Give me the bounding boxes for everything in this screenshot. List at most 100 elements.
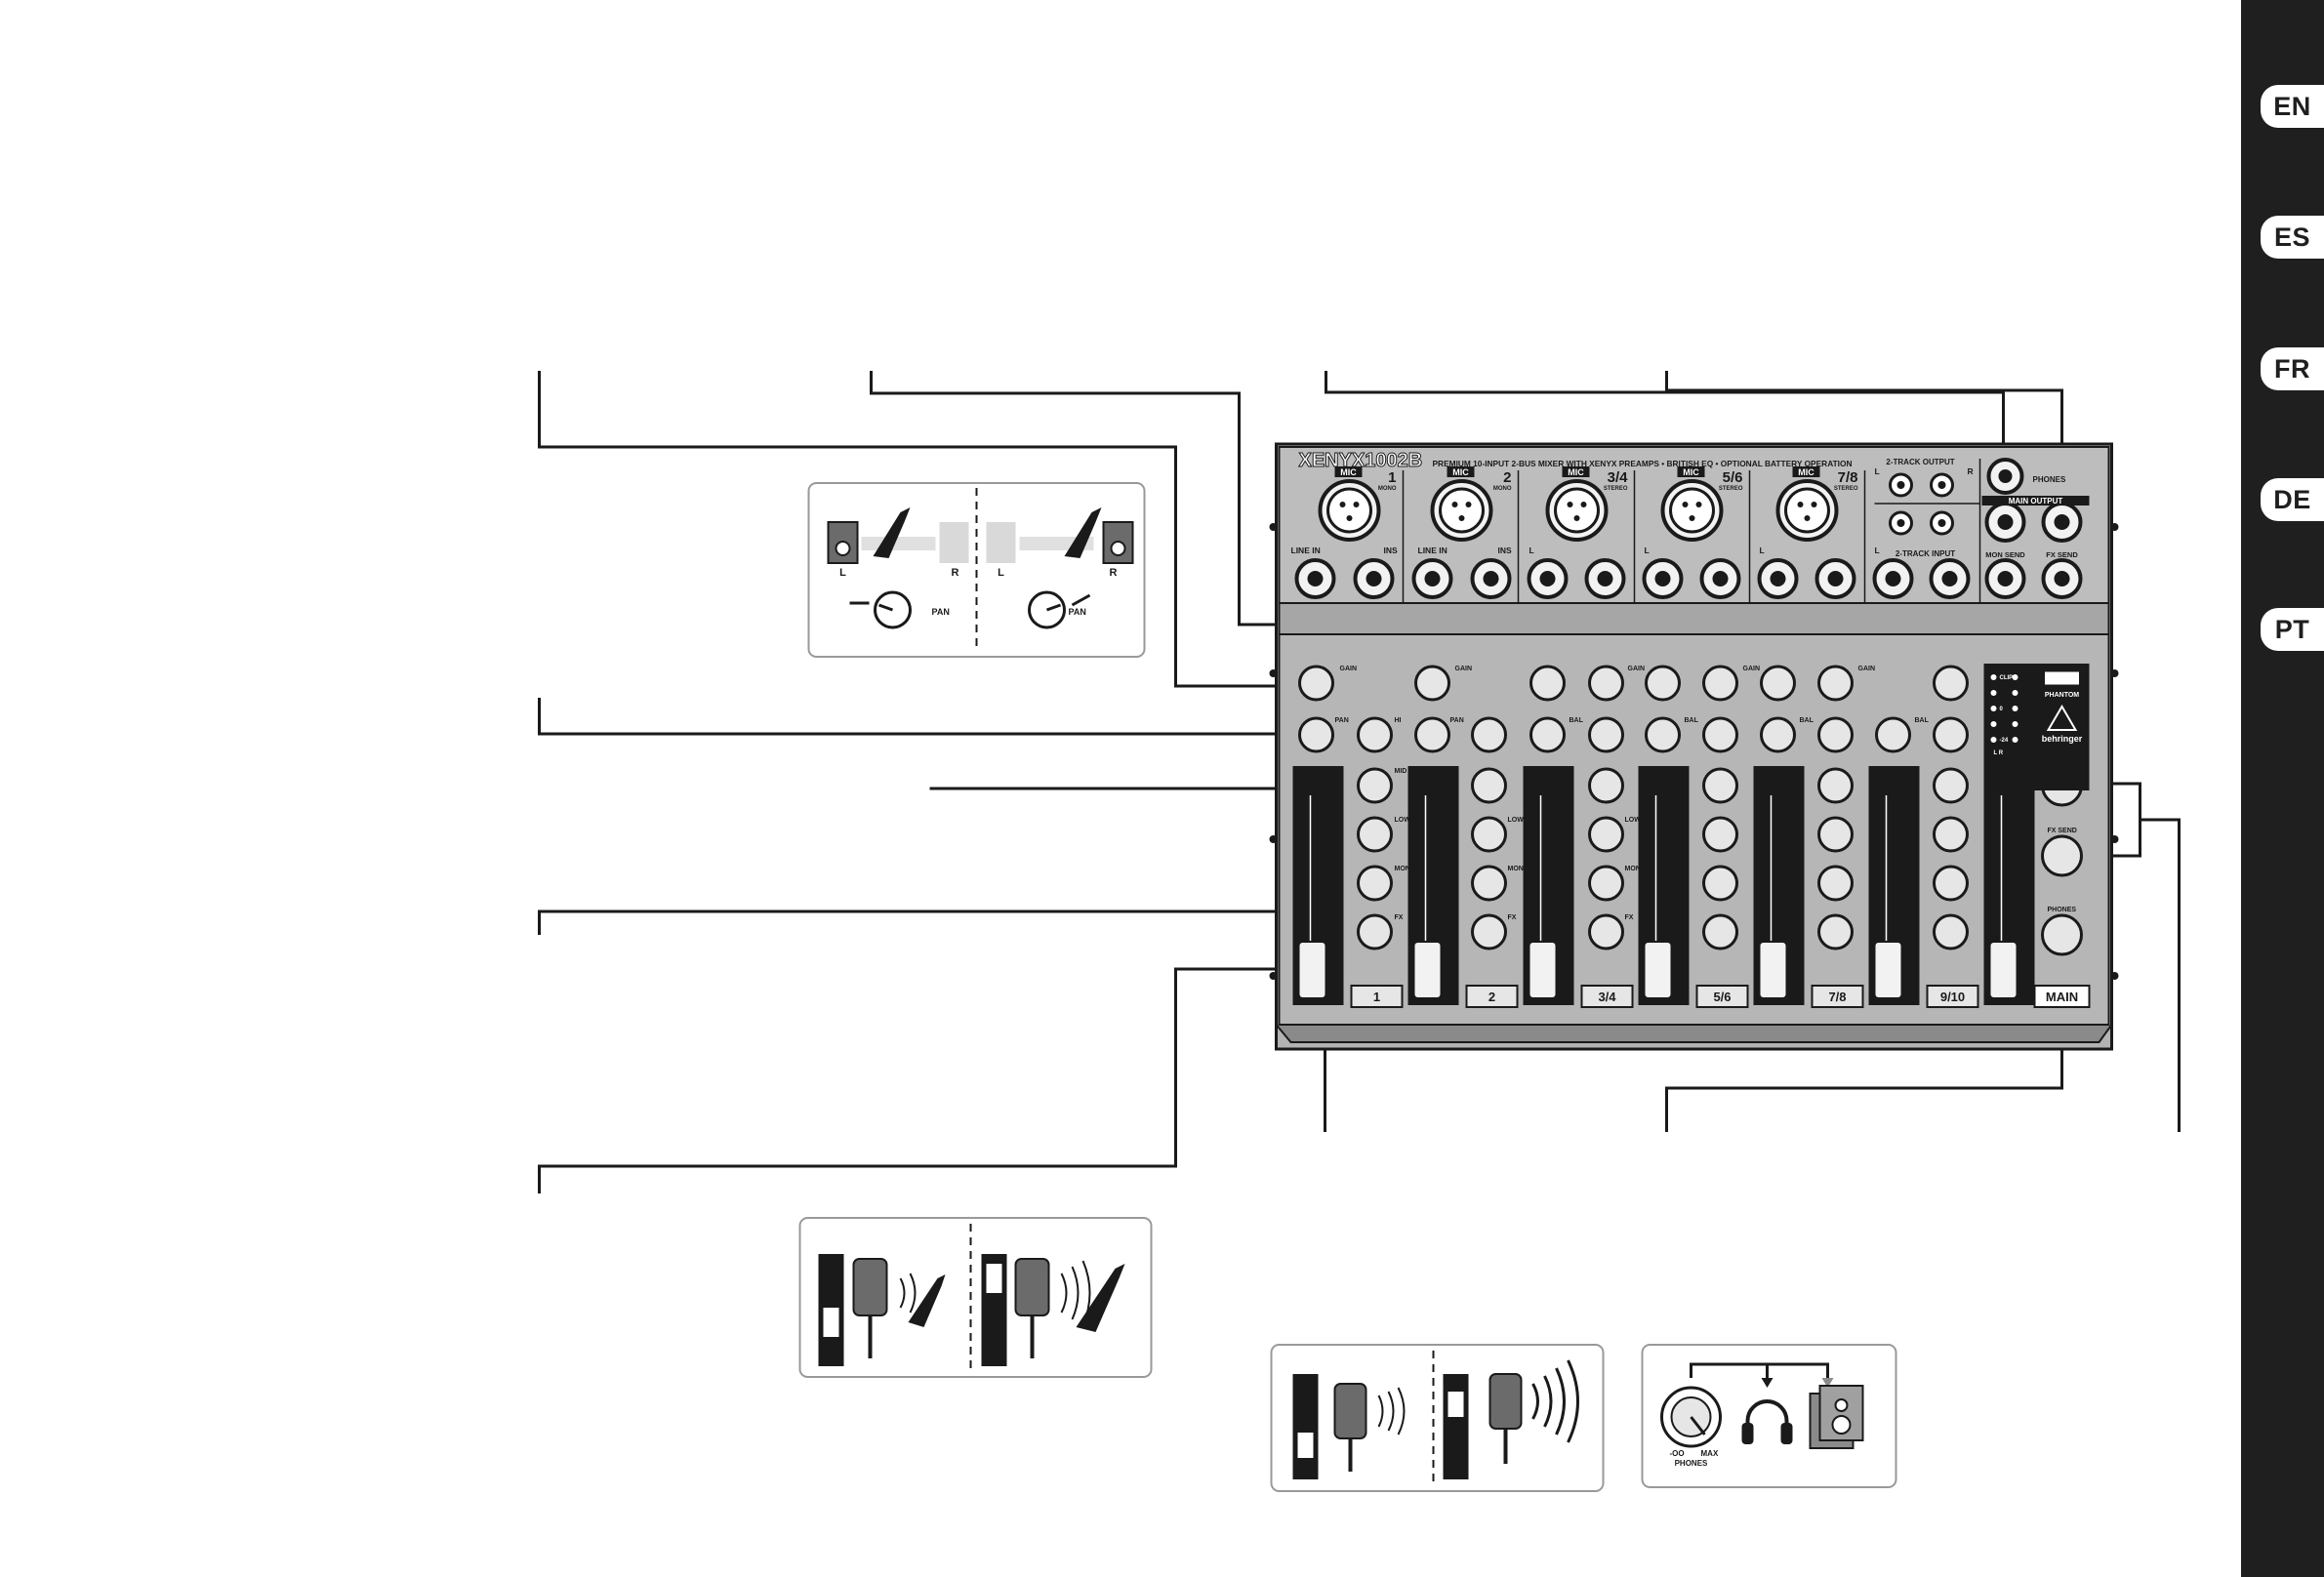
xlr-input-5[interactable] [1660, 479, 1724, 542]
inset-pan: L R PAN L R PAN [807, 482, 1146, 658]
behringer-logo-icon [2046, 705, 2078, 731]
svg-text:2: 2 [1488, 990, 1495, 1004]
svg-text:GAIN: GAIN [1628, 666, 1646, 672]
svg-text:BAL: BAL [1685, 717, 1699, 724]
svg-text:PAN: PAN [1450, 717, 1464, 724]
svg-text:L: L [839, 567, 846, 579]
svg-text:PHANTOM: PHANTOM [2045, 692, 2079, 699]
svg-text:GAIN: GAIN [1858, 666, 1876, 672]
svg-text:FX SEND: FX SEND [2048, 828, 2077, 834]
svg-text:PHONES: PHONES [2033, 475, 2066, 484]
guitar-icon [908, 1274, 946, 1327]
xlr-input-3[interactable] [1545, 479, 1609, 542]
svg-text:MON SEND: MON SEND [1985, 550, 2025, 559]
brand-label: behringer [2042, 734, 2083, 744]
svg-text:CLIP: CLIP [2000, 675, 2014, 681]
svg-text:5/6: 5/6 [1713, 990, 1731, 1004]
language-sidebar: EN ES FR DE PT [2241, 0, 2324, 1577]
svg-text:STEREO: STEREO [1604, 486, 1628, 492]
svg-text:MIC: MIC [1798, 467, 1814, 477]
fader-3-4[interactable] [1528, 941, 1558, 999]
fader-9-10[interactable] [1873, 941, 1903, 999]
master-fader-high-icon [1443, 1374, 1469, 1479]
fader-7-8[interactable] [1758, 941, 1788, 999]
svg-text:BAL: BAL [1915, 717, 1930, 724]
lang-tab-fr[interactable]: FR [2261, 347, 2324, 390]
amp-icon [1014, 1258, 1050, 1316]
svg-text:MONO: MONO [1493, 486, 1512, 492]
knobs [1298, 665, 2083, 956]
svg-text:BAL: BAL [1800, 717, 1814, 724]
svg-text:LOW: LOW [1395, 817, 1411, 824]
svg-text:MIC: MIC [1683, 467, 1699, 477]
lang-tab-es[interactable]: ES [2261, 216, 2324, 259]
guitar-icon [1064, 507, 1102, 558]
fader-caps [1297, 941, 2018, 999]
svg-text:STEREO: STEREO [1719, 486, 1743, 492]
svg-text:L R: L R [1994, 750, 2004, 756]
svg-text:MIC: MIC [1340, 467, 1357, 477]
svg-text:2-TRACK OUTPUT: 2-TRACK OUTPUT [1886, 458, 1954, 466]
svg-text:HI: HI [1395, 717, 1402, 724]
svg-text:INS: INS [1384, 546, 1399, 555]
inset-channel-fader [798, 1217, 1153, 1378]
speaker-icon [1333, 1383, 1367, 1439]
inset-main-fader [1270, 1344, 1605, 1492]
svg-text:LOW: LOW [1508, 817, 1525, 824]
svg-text:LOW: LOW [1625, 817, 1642, 824]
svg-text:MON: MON [1395, 866, 1410, 872]
xlr-input-7[interactable] [1775, 479, 1839, 542]
svg-text:7/8: 7/8 [1828, 990, 1846, 1004]
level-meter: CLIP 0 -24 L R PHANTOM behringer [1990, 670, 2083, 756]
svg-text:MIC: MIC [1568, 467, 1584, 477]
svg-text:LINE IN: LINE IN [1418, 546, 1447, 555]
lang-tab-en[interactable]: EN [2261, 85, 2324, 128]
speaker-left-faded-icon [986, 522, 1016, 563]
svg-text:LINE IN: LINE IN [1291, 546, 1321, 555]
mixer-model: XENYX1002B [1299, 450, 1423, 471]
svg-text:MON: MON [1508, 866, 1524, 872]
channel-number-2: 2 [1503, 469, 1511, 486]
svg-text:R: R [952, 567, 959, 579]
svg-text:L: L [998, 567, 1004, 579]
callout-line-pan [538, 698, 1297, 736]
amp-icon [852, 1258, 888, 1316]
master-fader-low-icon [1292, 1374, 1319, 1479]
fader-5-6[interactable] [1643, 941, 1673, 999]
svg-text:STEREO: STEREO [1834, 486, 1858, 492]
guitar-icon [1076, 1264, 1125, 1332]
callout-line-fader [538, 967, 1311, 1193]
xlr-input-2[interactable] [1430, 479, 1493, 542]
svg-text:L: L [1645, 546, 1650, 555]
svg-text:MON: MON [1625, 866, 1641, 872]
fader-2[interactable] [1412, 941, 1443, 999]
callout-line-gain [538, 371, 1296, 688]
svg-text:-24: -24 [2000, 738, 2009, 744]
lang-tab-de[interactable]: DE [2261, 478, 2324, 521]
headphones-icon [1745, 1399, 1789, 1435]
channel-number-5-6: 5/6 [1723, 469, 1743, 486]
svg-text:MID: MID [1395, 768, 1407, 775]
speaker-icon [1488, 1373, 1523, 1430]
svg-text:INS: INS [1498, 546, 1513, 555]
arrow-left-icon [1071, 593, 1091, 607]
svg-text:FX: FX [1625, 914, 1634, 921]
svg-text:L: L [1875, 546, 1880, 555]
fader-1[interactable] [1297, 941, 1327, 999]
svg-text:0: 0 [2000, 707, 2004, 712]
svg-text:BAL: BAL [1570, 717, 1584, 724]
two-track-rca: 2-TRACK OUTPUT 2-TRACK INPUT [1874, 458, 1980, 558]
svg-text:GAIN: GAIN [1455, 666, 1473, 672]
fader-main[interactable] [1988, 941, 2018, 999]
svg-text:R: R [1968, 466, 1974, 476]
svg-text:2-TRACK INPUT: 2-TRACK INPUT [1896, 549, 1955, 558]
svg-text:3/4: 3/4 [1598, 990, 1616, 1004]
svg-text:R: R [1110, 567, 1118, 579]
mixer-illustration: XENYX1002B PREMIUM 10-INPUT 2-BUS MIXER … [1269, 442, 2119, 1051]
svg-text:L: L [1529, 546, 1534, 555]
lang-tab-pt[interactable]: PT [2261, 608, 2324, 651]
channel-headers: MIC MIC MIC MIC MIC 1 2 3/4 5/6 7/8 MONO… [1334, 466, 1858, 492]
main-label: MAIN [2046, 990, 2078, 1004]
xlr-input-1[interactable] [1318, 479, 1381, 542]
